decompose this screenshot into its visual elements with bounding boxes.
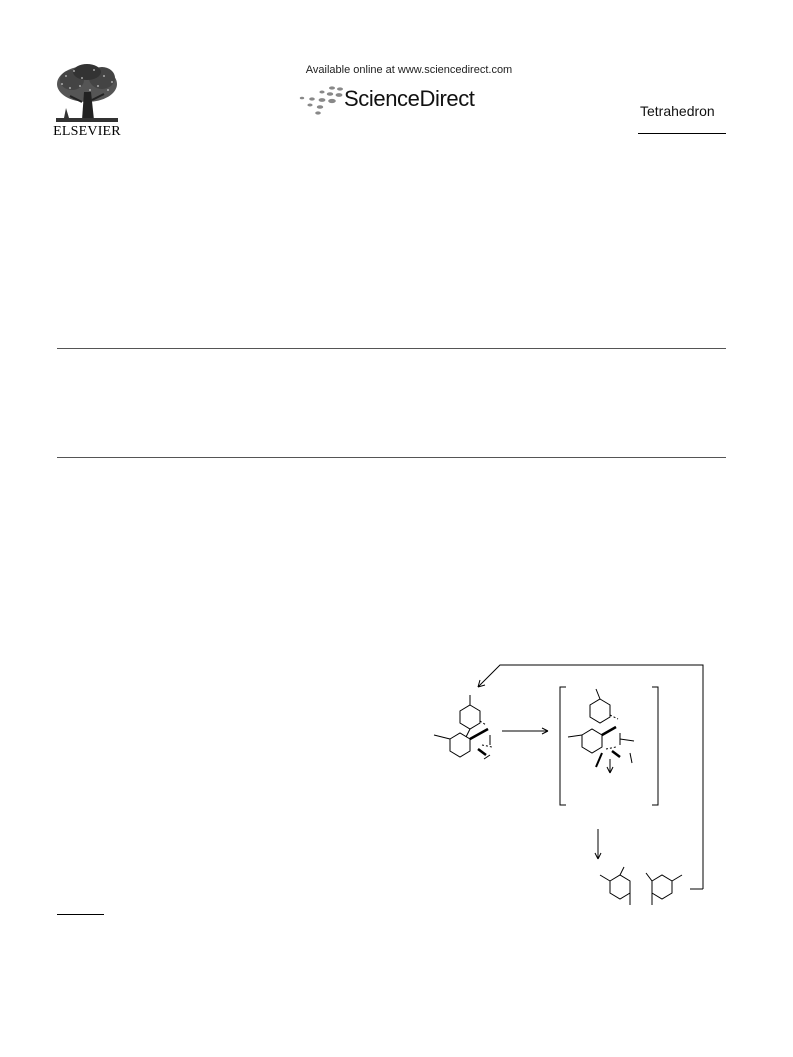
abstract-bottom-rule bbox=[57, 457, 726, 458]
journal-name: Tetrahedron bbox=[640, 103, 715, 119]
publisher-wordmark: ELSEVIER bbox=[53, 124, 121, 139]
footnote-rule bbox=[57, 914, 104, 915]
elsevier-tree-icon bbox=[52, 62, 122, 140]
bracketed-intermediate bbox=[559, 686, 659, 806]
products bbox=[599, 866, 683, 905]
platform-name: ScienceDirect bbox=[344, 86, 475, 111]
abstract-top-rule bbox=[57, 348, 726, 349]
available-online-notice: Available online at www.sciencedirect.co… bbox=[305, 64, 513, 76]
journal-underline bbox=[638, 133, 726, 134]
sciencedirect-dots-icon bbox=[296, 84, 352, 116]
starting-complex bbox=[433, 695, 493, 760]
reaction-scheme bbox=[420, 655, 720, 915]
